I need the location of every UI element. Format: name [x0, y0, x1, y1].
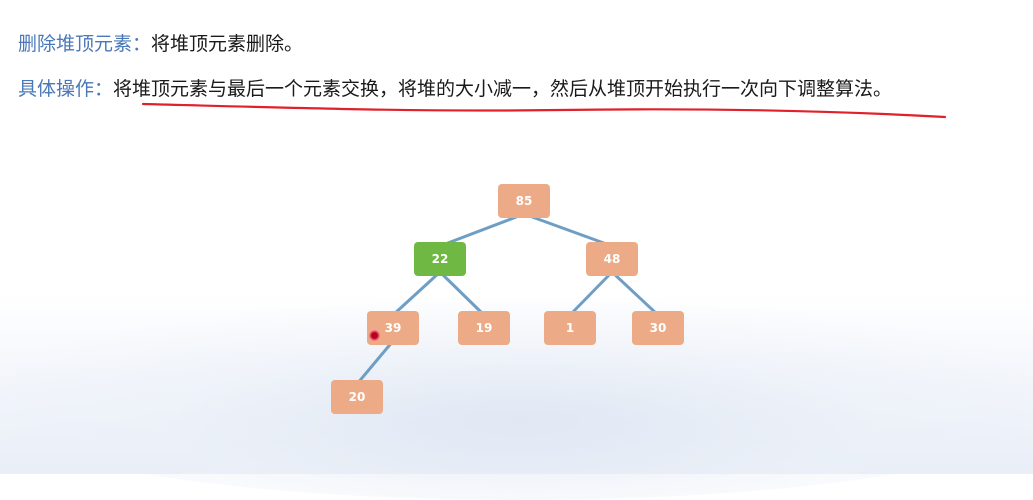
delete-heap-top-line: 删除堆顶元素：将堆顶元素删除。 — [18, 32, 303, 56]
tree-node-value: 85 — [516, 194, 533, 208]
mouse-cursor-indicator — [369, 330, 380, 341]
tree-node-box — [331, 380, 383, 414]
background-wave — [0, 300, 1033, 500]
tree-edge-39-20 — [355, 339, 395, 386]
delete-heap-top-text: 将堆顶元素删除。 — [151, 33, 304, 55]
tree-node-box — [586, 242, 638, 276]
operation-steps-label: 具体操作： — [18, 78, 114, 100]
tree-node-39: 39 — [367, 311, 419, 345]
delete-heap-top-label: 删除堆顶元素： — [18, 33, 152, 55]
tree-node-20: 20 — [331, 380, 383, 414]
tree-node-48: 48 — [586, 242, 638, 276]
tree-node-85: 85 — [498, 184, 550, 218]
tree-node-value: 19 — [476, 321, 493, 335]
tree-edge-22-39 — [391, 270, 442, 317]
tree-edge-48-1 — [568, 270, 614, 317]
tree-node-box — [498, 184, 550, 218]
tree-node-value: 20 — [349, 390, 366, 404]
tree-node-box — [544, 311, 596, 345]
tree-node-30: 30 — [632, 311, 684, 345]
tree-node-1: 1 — [544, 311, 596, 345]
tree-node-box — [458, 311, 510, 345]
tree-edge-85-48 — [522, 212, 614, 248]
tree-node-19: 19 — [458, 311, 510, 345]
heap-tree-diagram: 85 22 48 39 19 1 30 20 — [331, 184, 684, 414]
tree-node-value: 39 — [385, 321, 402, 335]
operation-steps-text: 将堆顶元素与最后一个元素交换，将堆的大小减一，然后从堆顶开始执行一次向下调整算法… — [113, 78, 893, 100]
tree-node-box — [632, 311, 684, 345]
tree-edge-22-19 — [438, 270, 486, 317]
tree-node-box — [414, 242, 466, 276]
tree-node-value: 48 — [604, 252, 621, 266]
tree-node-value: 22 — [432, 252, 449, 266]
tree-node-22: 22 — [414, 242, 466, 276]
tree-edge-48-30 — [610, 270, 660, 317]
tree-node-value: 1 — [566, 321, 574, 335]
tree-node-value: 30 — [650, 321, 667, 335]
tree-edge-85-22 — [438, 212, 526, 248]
tree-node-box — [367, 311, 419, 345]
operation-steps-line: 具体操作：将堆顶元素与最后一个元素交换，将堆的大小减一，然后从堆顶开始执行一次向… — [18, 77, 892, 101]
